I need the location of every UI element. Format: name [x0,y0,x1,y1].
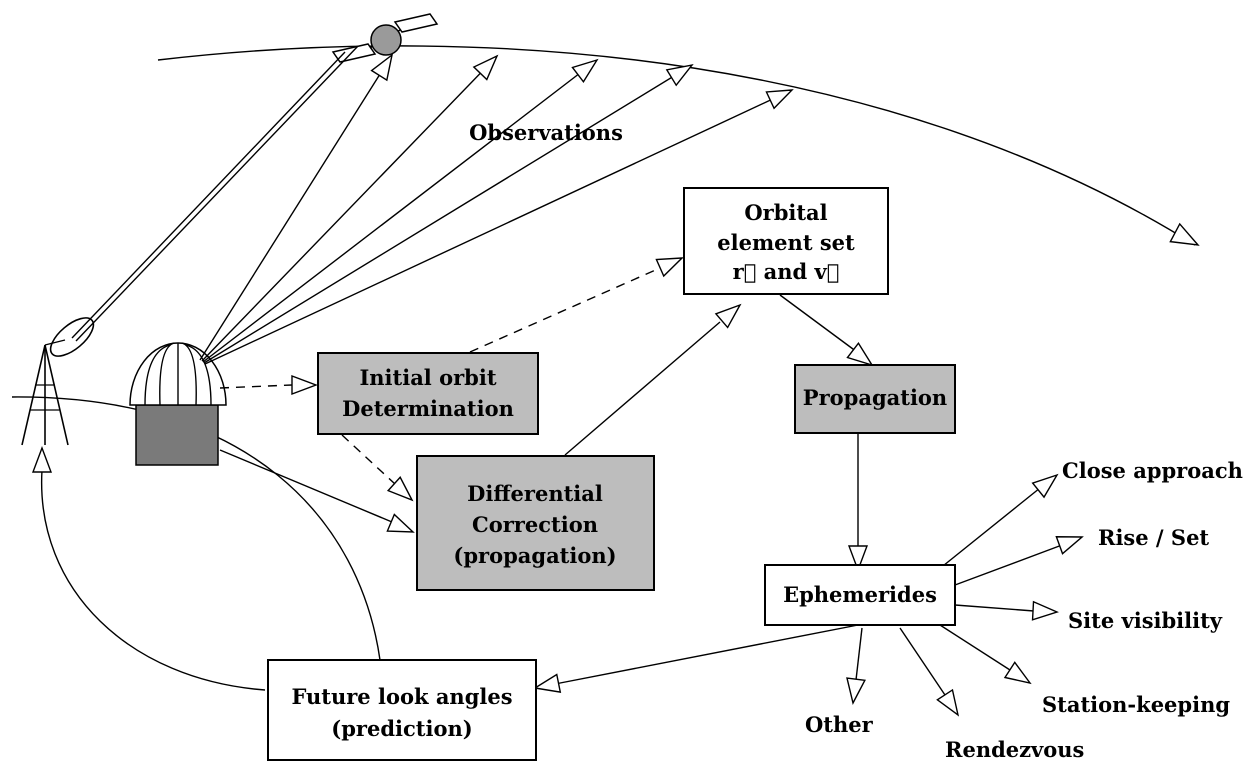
rendezvous-label: Rendezvous [945,737,1084,762]
propagation-box: Propagation [794,364,956,434]
site-visibility-label: Site visibility [1068,608,1223,633]
orbit-arrowhead [1169,222,1200,246]
svg-text:Propagation: Propagation [803,385,947,410]
ephemerides-box: Ephemerides [764,564,956,626]
rise-set-label: Rise / Set [1098,525,1209,550]
return-curve [41,469,266,691]
other-label: Other [805,712,874,737]
earth-surface-curve [11,396,381,661]
observation-arrows [199,53,794,365]
observations-label: Observations [469,120,623,145]
ephemerides-output-arrows [846,473,1084,717]
close-approach-label: Close approach [1062,458,1243,483]
return-arrowhead [31,446,53,473]
svg-text:Ephemerides: Ephemerides [783,582,937,607]
station-keeping-label: Station-keeping [1042,692,1230,717]
satellite-orbit-path [157,45,1196,246]
antenna-tower-icon [21,317,95,446]
future-look-angles-box: Future look angles(prediction) [267,659,537,761]
svg-text:Future look angles(prediction): Future look angles(prediction) [291,684,512,741]
satellite-icon [331,13,439,63]
observatory-icon [129,342,227,466]
